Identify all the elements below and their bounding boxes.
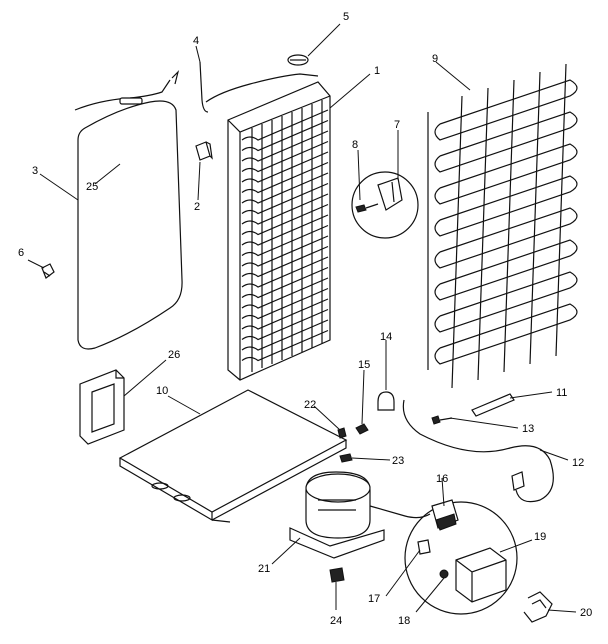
part-bracket-26 [79,369,125,445]
evaporator-fin [241,119,329,152]
evaporator-fin [241,130,329,162]
evaporator-fin [241,298,329,330]
condenser-coil-loop [434,111,578,173]
callout-21: 21 [258,563,270,575]
condenser-coil-loop [434,239,578,301]
evaporator-fin [241,203,329,236]
evaporator-fin [241,266,329,299]
evaporator-fin [241,308,329,341]
callout-4: 4 [193,35,199,47]
condenser-coil-loop [434,175,578,237]
callout-26: 26 [168,349,180,361]
evaporator-fin [241,277,329,309]
part-compressor-21 [289,471,431,559]
callout-12: 12 [572,457,584,469]
evaporator-fin [241,245,329,278]
callout-5: 5 [343,11,349,23]
evaporator-fin [241,140,329,173]
callout-22: 22 [304,399,316,411]
evaporator-fin [241,182,329,215]
condenser-wire-rod [451,95,463,389]
condenser-coil-loop [434,207,578,269]
callout-20: 20 [580,607,592,619]
callout-2: 2 [194,201,200,213]
evaporator-fin [241,329,329,362]
evaporator-fin [241,214,329,246]
condenser-coil-loop [434,271,578,333]
callout-8: 8 [352,139,358,151]
condenser-wire-rod [477,87,489,381]
part-gasket-loop [74,70,183,350]
part-clip-6 [41,263,55,279]
callout-labels: 1 2 3 4 5 6 7 8 9 10 11 12 13 14 15 16 1… [18,11,592,627]
part-screw-22 [337,427,347,439]
condenser-coil-loop [434,303,578,365]
leader-lines [27,23,577,613]
callout-14: 14 [380,331,392,343]
part-cap-5 [287,54,309,66]
part-grommet-24 [329,567,345,583]
callout-6: 6 [18,247,24,259]
evaporator-fin [241,235,329,267]
evaporator-fin [241,172,329,204]
condenser-wire-rod [555,63,567,357]
part-sensor-11 [471,393,515,417]
part-screw-15 [355,423,369,435]
callout-18: 18 [398,615,410,627]
evaporator-fin [241,151,329,183]
callout-23: 23 [392,455,404,467]
evaporator-fin [241,287,329,320]
condenser-coil-loop [434,79,578,141]
callout-25: 25 [86,181,98,193]
callout-24: 24 [330,615,342,627]
callout-10: 10 [156,385,168,397]
part-clip-23 [339,453,353,463]
part-block-2 [195,141,213,161]
callout-7: 7 [394,119,400,131]
part-evaporator [227,81,331,381]
callout-3: 3 [32,165,38,177]
evaporator-fin [241,161,329,194]
callout-1: 1 [374,65,380,77]
detail-circle-7-8 [351,171,419,239]
evaporator-fin [241,256,329,288]
callout-11: 11 [556,387,567,399]
callout-17: 17 [368,593,380,605]
part-wire-4 [199,61,319,113]
part-cord-12 [402,399,554,503]
evaporator-fin [241,224,329,257]
callout-19: 19 [534,531,546,543]
condenser-wire-rod [529,71,541,365]
evaporator-fin [241,319,329,351]
callout-9: 9 [432,53,438,65]
part-clip-20 [523,591,553,623]
evaporator-fin [241,193,329,225]
condenser-wire-rod [503,79,515,373]
evaporator-fin [241,109,329,141]
callout-13: 13 [522,423,534,435]
part-clamp-14 [377,391,395,411]
condenser-coil-loop [434,143,578,205]
part-base-tray-10 [118,389,348,523]
part-screw-13 [431,415,453,425]
detail-circle-electrical [404,499,518,615]
part-condenser [427,63,578,389]
callout-16: 16 [436,473,448,485]
callout-15: 15 [358,359,370,371]
